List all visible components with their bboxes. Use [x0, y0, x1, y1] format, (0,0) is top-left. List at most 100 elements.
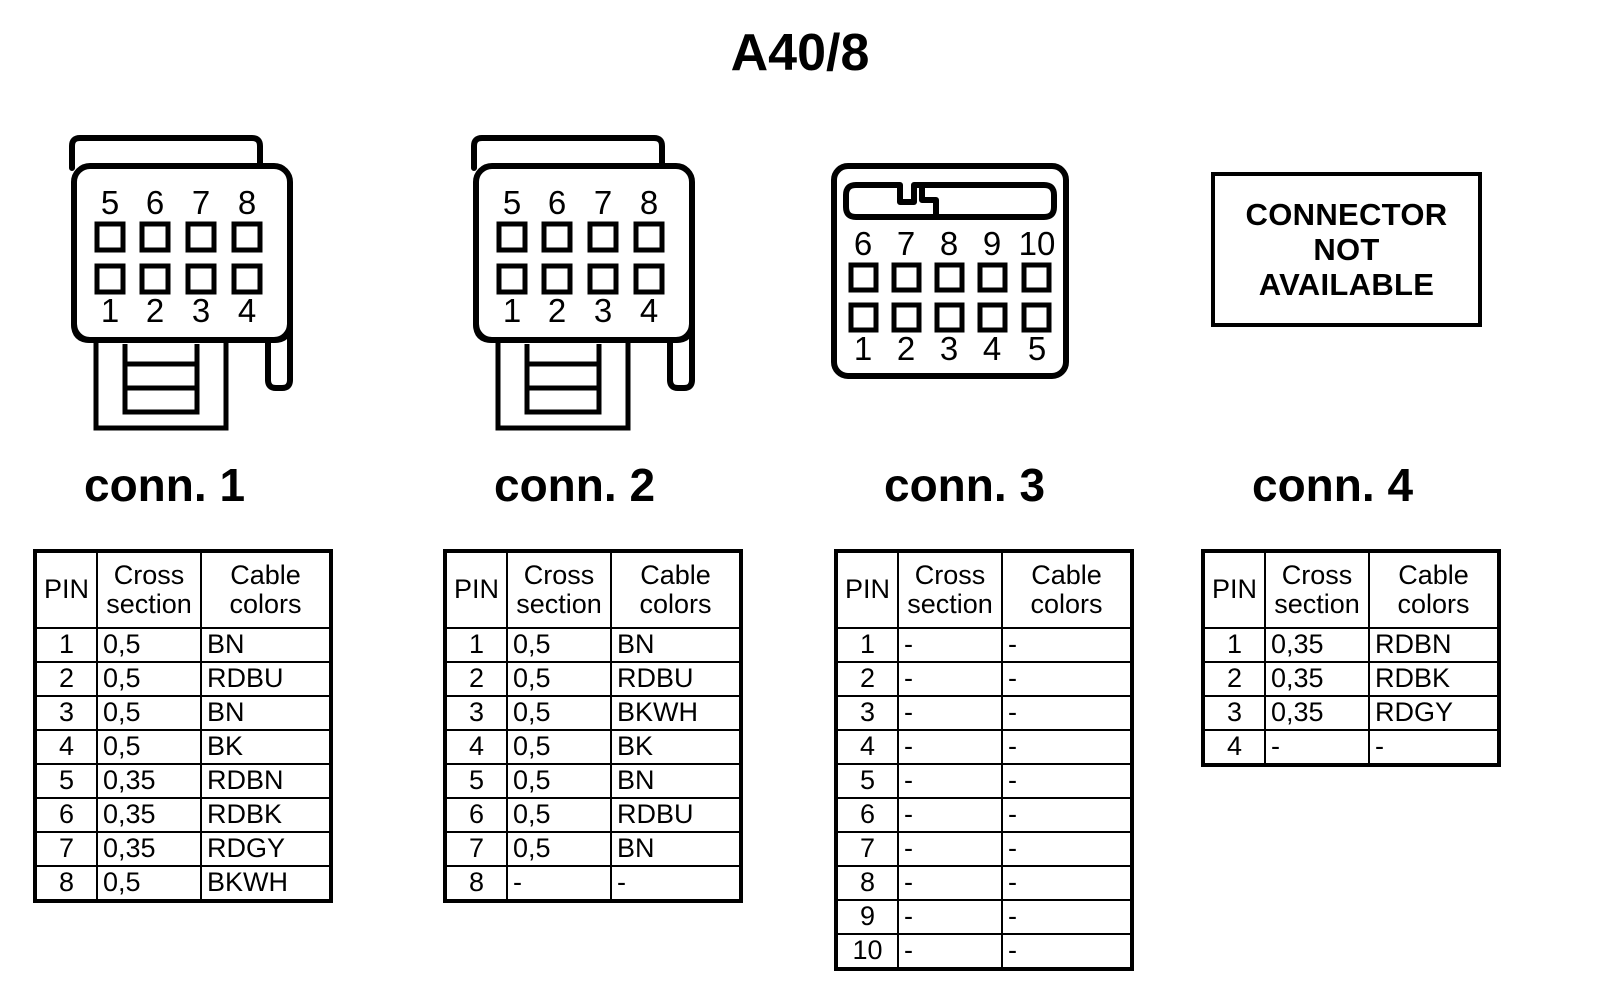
conn2-pin-label-7: 7	[594, 184, 612, 221]
table-row: 7--	[835, 831, 1133, 867]
connector-3-table-wrap: PIN Cross section Cable colors 1--2--3--…	[834, 549, 1134, 971]
cell-cable-colors: BN	[200, 627, 332, 663]
cell-pin: 2	[1202, 661, 1266, 697]
conn3-pin-socket-7	[891, 262, 922, 293]
header-pin: PIN	[835, 550, 899, 629]
cell-pin: 6	[34, 797, 98, 833]
cell-pin: 9	[835, 899, 899, 935]
conn2-pin-label-4: 4	[640, 292, 658, 329]
connector-3-table-body: 1--2--3--4--5--6--7--8--9--10--	[835, 627, 1133, 970]
cell-cable-colors: -	[1368, 729, 1500, 766]
cell-cross-section: 0,5	[96, 695, 202, 731]
cell-cable-colors: RDBU	[200, 661, 332, 697]
header-cable-line1: Cable	[1398, 559, 1469, 590]
cell-cross-section: -	[506, 865, 612, 902]
cell-pin: 2	[444, 661, 508, 697]
header-cable-line2: colors	[639, 589, 712, 619]
table-row: 5--	[835, 763, 1133, 799]
conn2-pin-socket-4	[633, 263, 665, 295]
connector-3-graphic: 6 7 8 9 10 1 2 3 4 5	[828, 160, 1088, 385]
cell-cable-colors: -	[1001, 627, 1133, 663]
header-pin: PIN	[34, 550, 98, 629]
cell-cross-section: 0,35	[96, 797, 202, 833]
conn2-pin-socket-6	[541, 221, 573, 253]
header-cable-colors: Cable colors	[200, 550, 332, 629]
conn3-pin-label-4: 4	[983, 330, 1001, 367]
conn3-pin-socket-5	[1021, 302, 1052, 333]
header-cable-colors: Cable colors	[1368, 550, 1500, 629]
cell-cross-section: 0,35	[1264, 695, 1370, 731]
conn1-pin-socket-3	[185, 263, 217, 295]
cell-cross-section: 0,35	[96, 763, 202, 799]
cell-pin: 7	[34, 831, 98, 867]
conn3-pin-label-6: 6	[854, 225, 872, 262]
connector-1-graphic: 5 6 7 8 1 2 3 4	[60, 130, 330, 440]
table-header-row: PIN Cross section Cable colors	[34, 550, 332, 629]
cell-pin: 6	[835, 797, 899, 833]
cell-pin: 4	[835, 729, 899, 765]
cell-pin: 8	[34, 865, 98, 902]
table-header-row: PIN Cross section Cable colors	[1202, 550, 1500, 629]
cell-cross-section: -	[897, 627, 1003, 663]
cell-cable-colors: BKWH	[610, 695, 742, 731]
conn3-pin-label-10: 10	[1019, 225, 1056, 262]
cell-cable-colors: RDBU	[610, 797, 742, 833]
header-cable-line2: colors	[1030, 589, 1103, 619]
cell-cross-section: 0,5	[96, 729, 202, 765]
header-cross-line1: Cross	[1281, 559, 1353, 590]
cell-pin: 1	[34, 627, 98, 663]
cell-cross-section: 0,5	[506, 763, 612, 799]
header-cross-line2: section	[106, 589, 192, 619]
header-cross-line1: Cross	[523, 559, 595, 590]
header-cable-line1: Cable	[230, 559, 301, 590]
conn2-pin-socket-8	[633, 221, 665, 253]
conn2-pin-socket-3	[587, 263, 619, 295]
cell-cross-section: 0,5	[96, 627, 202, 663]
cell-cross-section: 0,5	[506, 627, 612, 663]
cell-cable-colors: BN	[610, 763, 742, 799]
conn3-pin-socket-4	[977, 302, 1008, 333]
cell-cross-section: -	[897, 899, 1003, 935]
cell-cross-section: -	[897, 763, 1003, 799]
conn3-pin-label-7: 7	[897, 225, 915, 262]
cell-pin: 5	[34, 763, 98, 799]
cell-cross-section: 0,5	[96, 661, 202, 697]
cell-cross-section: 0,5	[96, 865, 202, 902]
cell-pin: 8	[835, 865, 899, 901]
cell-pin: 1	[835, 627, 899, 663]
header-cross-section: Cross section	[1264, 550, 1370, 629]
cell-cross-section: -	[897, 933, 1003, 970]
conn3-pin-socket-10	[1021, 262, 1052, 293]
conn1-pin-socket-8	[231, 221, 263, 253]
header-cable-line1: Cable	[1031, 559, 1102, 590]
conn3-pin-socket-3	[934, 302, 965, 333]
cell-pin: 7	[835, 831, 899, 867]
table-row: 10--	[835, 933, 1133, 970]
cell-cable-colors: RDBN	[1368, 627, 1500, 663]
cell-cable-colors: -	[1001, 695, 1133, 731]
cell-cable-colors: -	[1001, 899, 1133, 935]
connector-4-caption: conn. 4	[1252, 459, 1414, 511]
cell-pin: 5	[835, 763, 899, 799]
cell-cable-colors: BK	[610, 729, 742, 765]
conn3-pin-label-5: 5	[1028, 330, 1046, 367]
conn1-pin-socket-2	[139, 263, 171, 295]
conn1-pin-label-4: 4	[238, 292, 256, 329]
conn3-pin-socket-9	[977, 262, 1008, 293]
header-cross-section: Cross section	[897, 550, 1003, 629]
connector-3-caption: conn. 3	[884, 459, 1046, 511]
conn3-pin-socket-8	[934, 262, 965, 293]
cell-cable-colors: RDGY	[1368, 695, 1500, 731]
header-cross-line2: section	[1274, 589, 1360, 619]
cell-cable-colors: -	[1001, 661, 1133, 697]
